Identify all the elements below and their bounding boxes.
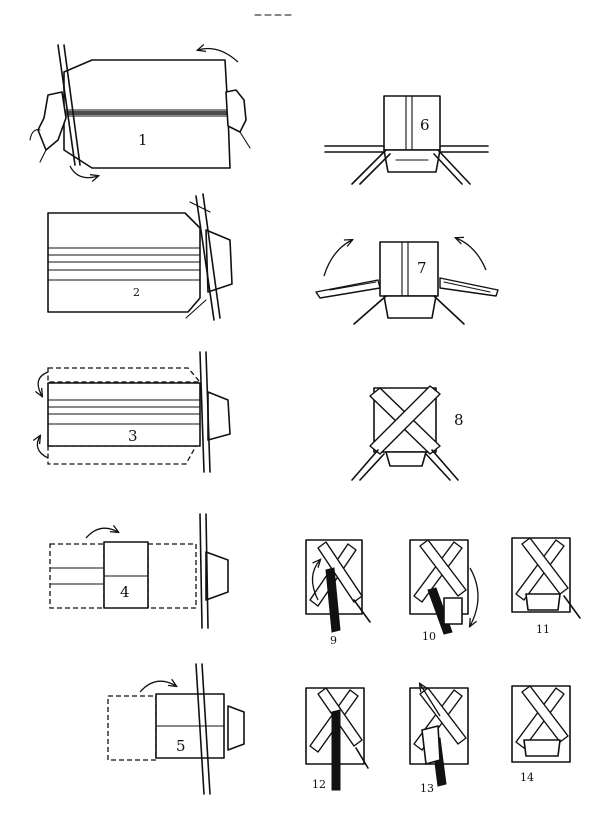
step-1-number: 1 xyxy=(138,131,148,149)
step-1-drawing xyxy=(29,45,251,178)
step-11-number: 11 xyxy=(536,623,550,636)
step-13-number: 13 xyxy=(420,782,434,795)
step-10: 10 xyxy=(409,539,479,643)
step-2-drawing xyxy=(47,193,233,321)
step-8-number: 8 xyxy=(454,411,464,429)
step-4-number: 4 xyxy=(120,583,130,601)
step-4: 4 xyxy=(49,513,229,629)
step-11: 11 xyxy=(511,537,581,636)
step-5-number: 5 xyxy=(176,737,186,755)
step-12-number: 12 xyxy=(312,778,326,791)
step-1: 1 xyxy=(29,45,251,178)
step-6-drawing xyxy=(324,95,489,185)
step-13-drawing xyxy=(409,684,469,787)
step-4-drawing xyxy=(49,513,229,629)
step-8: 8 xyxy=(351,385,464,481)
step-12-drawing xyxy=(305,687,369,791)
step-9-drawing xyxy=(305,539,371,633)
step-6: 6 xyxy=(324,95,489,185)
step-3: 3 xyxy=(37,351,231,473)
step-13: 13 xyxy=(409,684,469,795)
step-9-number: 9 xyxy=(330,634,337,647)
step-10-drawing xyxy=(409,539,479,635)
step-6-number: 6 xyxy=(420,116,430,134)
step-5: 5 xyxy=(107,663,245,795)
step-3-number: 3 xyxy=(128,427,138,445)
step-8-drawing xyxy=(351,385,459,481)
step-10-number: 10 xyxy=(422,630,436,643)
step-2: 2 xyxy=(47,193,233,321)
step-3-drawing xyxy=(37,351,231,473)
step-9: 9 xyxy=(305,539,371,647)
step-14: 14 xyxy=(511,685,571,784)
step-5-drawing xyxy=(107,663,245,795)
step-14-drawing xyxy=(511,685,571,763)
step-14-number: 14 xyxy=(520,771,534,784)
step-11-drawing xyxy=(511,537,581,619)
step-2-number: 2 xyxy=(133,286,140,299)
step-7-number: 7 xyxy=(417,259,427,277)
step-12: 12 xyxy=(305,687,369,791)
step-7: 7 xyxy=(315,238,499,325)
step-7-drawing xyxy=(315,238,499,325)
